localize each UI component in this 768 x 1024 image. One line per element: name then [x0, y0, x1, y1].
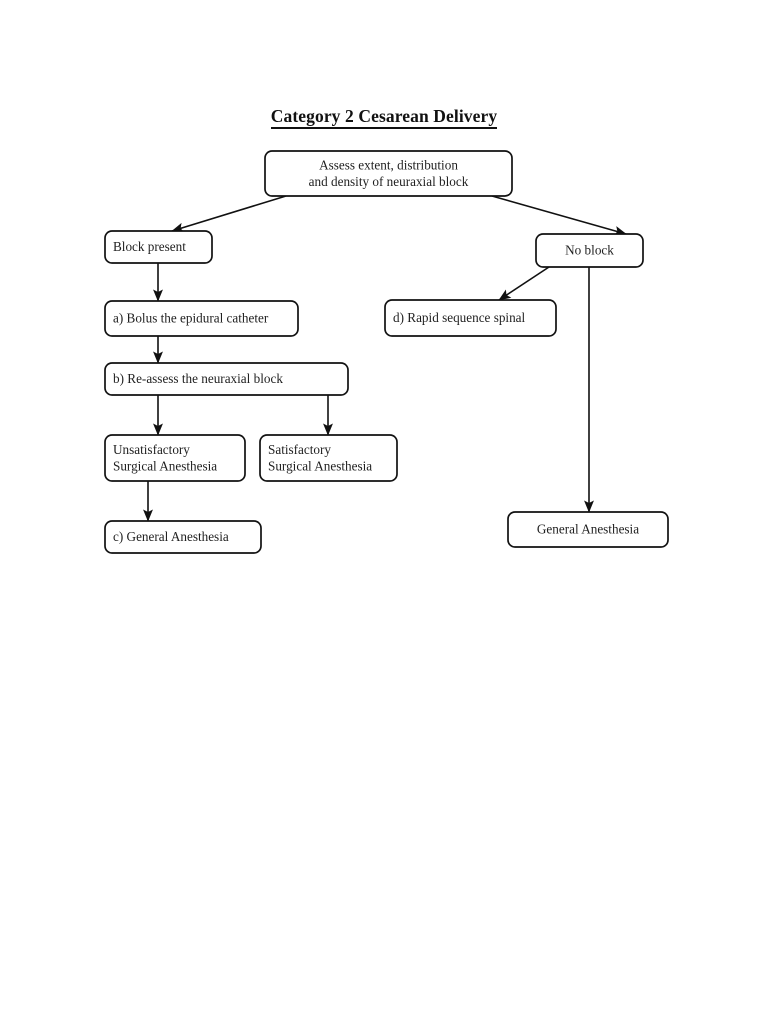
nodes-layer: Assess extent, distribution and density o… — [104, 150, 669, 554]
node-label-assess-line2: and density of neuraxial block — [309, 174, 469, 189]
node-bolus-epidural[interactable]: a) Bolus the epidural catheter — [104, 300, 299, 337]
node-label-reassess-block: b) Re-assess the neuraxial block — [113, 371, 283, 386]
node-label-block-present: Block present — [113, 239, 186, 254]
node-no-block[interactable]: No block — [535, 233, 644, 268]
edge-no-block-to-rapid-spinal — [498, 266, 550, 301]
node-block-present[interactable]: Block present — [104, 230, 213, 264]
node-label-assess-line1: Assess extent, distribution — [319, 157, 458, 172]
node-label-unsatisfactory-line1: Unsatisfactory — [113, 442, 190, 457]
node-assess[interactable]: Assess extent, distribution and density o… — [264, 150, 513, 197]
node-box-reassess-block — [104, 362, 349, 396]
node-label-general-anesthesia: General Anesthesia — [537, 522, 639, 537]
node-box-bolus-epidural — [104, 300, 299, 337]
node-box-unsatisfactory — [104, 434, 246, 482]
page-title-text: Category 2 Cesarean Delivery — [270, 106, 498, 129]
node-general-anesthesia-c[interactable]: c) General Anesthesia — [104, 520, 262, 554]
edge-assess-to-no-block — [491, 195, 627, 236]
node-label-unsatisfactory-line2: Surgical Anesthesia — [113, 458, 217, 473]
node-label-rapid-sequence-spinal: d) Rapid sequence spinal — [393, 310, 526, 325]
node-box-no-block — [535, 233, 644, 268]
edges-layer — [143, 195, 627, 522]
node-rapid-sequence-spinal[interactable]: d) Rapid sequence spinal — [384, 299, 557, 337]
node-box-satisfactory — [259, 434, 398, 482]
node-box-rapid-sequence-spinal — [384, 299, 557, 337]
node-label-satisfactory-line2: Surgical Anesthesia — [268, 458, 372, 473]
node-box-assess — [264, 150, 513, 197]
node-label-bolus-epidural: a) Bolus the epidural catheter — [113, 311, 269, 326]
edge-assess-to-block-present — [171, 195, 287, 233]
page-title: Category 2 Cesarean Delivery — [0, 106, 768, 129]
node-box-block-present — [104, 230, 213, 264]
node-label-no-block: No block — [565, 243, 614, 258]
node-box-general-anesthesia-c — [104, 520, 262, 554]
node-label-general-anesthesia-c: c) General Anesthesia — [113, 529, 229, 544]
node-label-satisfactory-line1: Satisfactory — [268, 442, 331, 457]
node-general-anesthesia[interactable]: General Anesthesia — [507, 511, 669, 548]
node-box-general-anesthesia — [507, 511, 669, 548]
node-reassess-block[interactable]: b) Re-assess the neuraxial block — [104, 362, 349, 396]
